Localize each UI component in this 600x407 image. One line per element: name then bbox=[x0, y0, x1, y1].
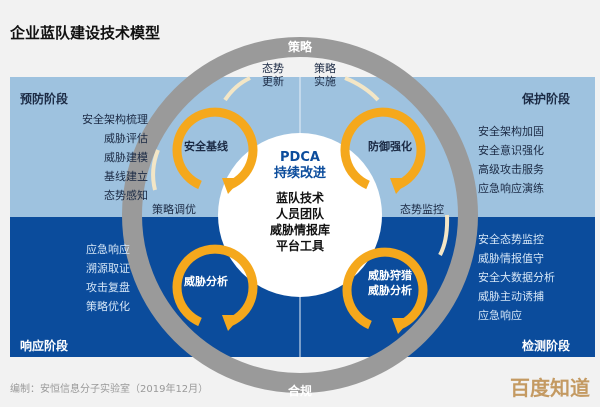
stage-protect-label: 保护阶段 bbox=[522, 92, 571, 106]
list-item: 威胁主动诱捕 bbox=[478, 290, 544, 303]
list-item: 威胁情报值守 bbox=[478, 252, 544, 265]
stage-protect-items: 安全架构加固 安全意识强化 高级攻击服务 应急响应演练 bbox=[478, 122, 544, 198]
ring-label-strategy: 策略 bbox=[288, 40, 313, 54]
center-line: 人员团队 bbox=[275, 207, 324, 221]
ring-label-compliance: 合规 bbox=[288, 384, 313, 398]
loop-label-threat-analysis: 威胁分析 bbox=[184, 275, 228, 288]
loop-line: 威胁分析 bbox=[368, 284, 412, 297]
list-item: 基线建立 bbox=[104, 170, 148, 183]
list-item: 安全意识强化 bbox=[478, 144, 544, 157]
stage-respond-items: 应急响应 溯源取证 攻击复盘 策略优化 bbox=[40, 240, 130, 316]
list-item: 应急响应 bbox=[478, 309, 522, 322]
list-item: 态势感知 bbox=[104, 189, 148, 202]
list-item: 安全架构加固 bbox=[478, 125, 544, 138]
stage-prevent-label: 预防阶段 bbox=[20, 92, 69, 106]
loop-line: 威胁狩猎 bbox=[368, 269, 412, 282]
arrow-label-strategy-tuning: 策略调优 bbox=[152, 203, 196, 216]
list-item: 威胁评估 bbox=[104, 132, 148, 145]
stage-respond-label: 响应阶段 bbox=[20, 339, 69, 353]
arrow-label-posture-monitor: 态势监控 bbox=[400, 203, 444, 216]
outer-ring bbox=[122, 37, 478, 393]
stage-detect-items: 安全态势监控 威胁情报值守 安全大数据分析 威胁主动诱捕 应急响应 bbox=[478, 230, 555, 325]
list-item: 威胁建模 bbox=[104, 151, 148, 164]
list-item: 安全态势监控 bbox=[478, 233, 544, 246]
list-item: 安全大数据分析 bbox=[478, 271, 555, 284]
loop-arrows bbox=[172, 107, 428, 330]
footer-credit: 编制：安恒信息分子实验室（2019年12月） bbox=[10, 384, 209, 395]
loop-bottom-right bbox=[342, 247, 428, 330]
pdca-label: PDCA bbox=[280, 150, 320, 165]
pdca-sub: 持续改进 bbox=[273, 166, 326, 181]
arrow-label-posture-update: 态势 更新 bbox=[262, 62, 284, 88]
center-line: 威胁情报库 bbox=[269, 223, 330, 237]
cycle-arrows bbox=[151, 76, 450, 256]
center-text: PDCA 持续改进 蓝队技术 人员团队 威胁情报库 平台工具 bbox=[250, 150, 350, 254]
loop-label-baseline: 安全基线 bbox=[184, 140, 228, 153]
loop-arrowheads bbox=[222, 178, 412, 334]
center-line: 平台工具 bbox=[275, 239, 324, 253]
stage-prevent-items: 安全架构梳理 威胁评估 威胁建模 基线建立 态势感知 bbox=[58, 110, 148, 205]
list-item: 策略优化 bbox=[86, 300, 130, 313]
list-item: 攻击复盘 bbox=[86, 281, 130, 294]
center-circle bbox=[218, 133, 382, 297]
diagram-title: 企业蓝队建设技术模型 bbox=[10, 24, 161, 42]
loop-top-right bbox=[340, 107, 426, 190]
loop-top-left bbox=[172, 107, 258, 190]
loop-label-hunting: 威胁狩猎 威胁分析 bbox=[368, 268, 412, 298]
watermark: 百度知道 bbox=[510, 376, 590, 400]
list-item: 安全架构梳理 bbox=[82, 113, 148, 126]
arrow-label-strategy-implement: 策略 实施 bbox=[314, 62, 336, 88]
loop-bottom-left bbox=[172, 244, 258, 327]
stage-detect-label: 检测阶段 bbox=[522, 339, 571, 353]
center-line: 蓝队技术 bbox=[275, 191, 324, 205]
list-item: 溯源取证 bbox=[86, 262, 130, 275]
list-item: 应急响应演练 bbox=[478, 182, 544, 195]
loop-label-defense: 防御强化 bbox=[368, 140, 412, 153]
list-item: 高级攻击服务 bbox=[478, 163, 544, 176]
list-item: 应急响应 bbox=[86, 243, 130, 256]
